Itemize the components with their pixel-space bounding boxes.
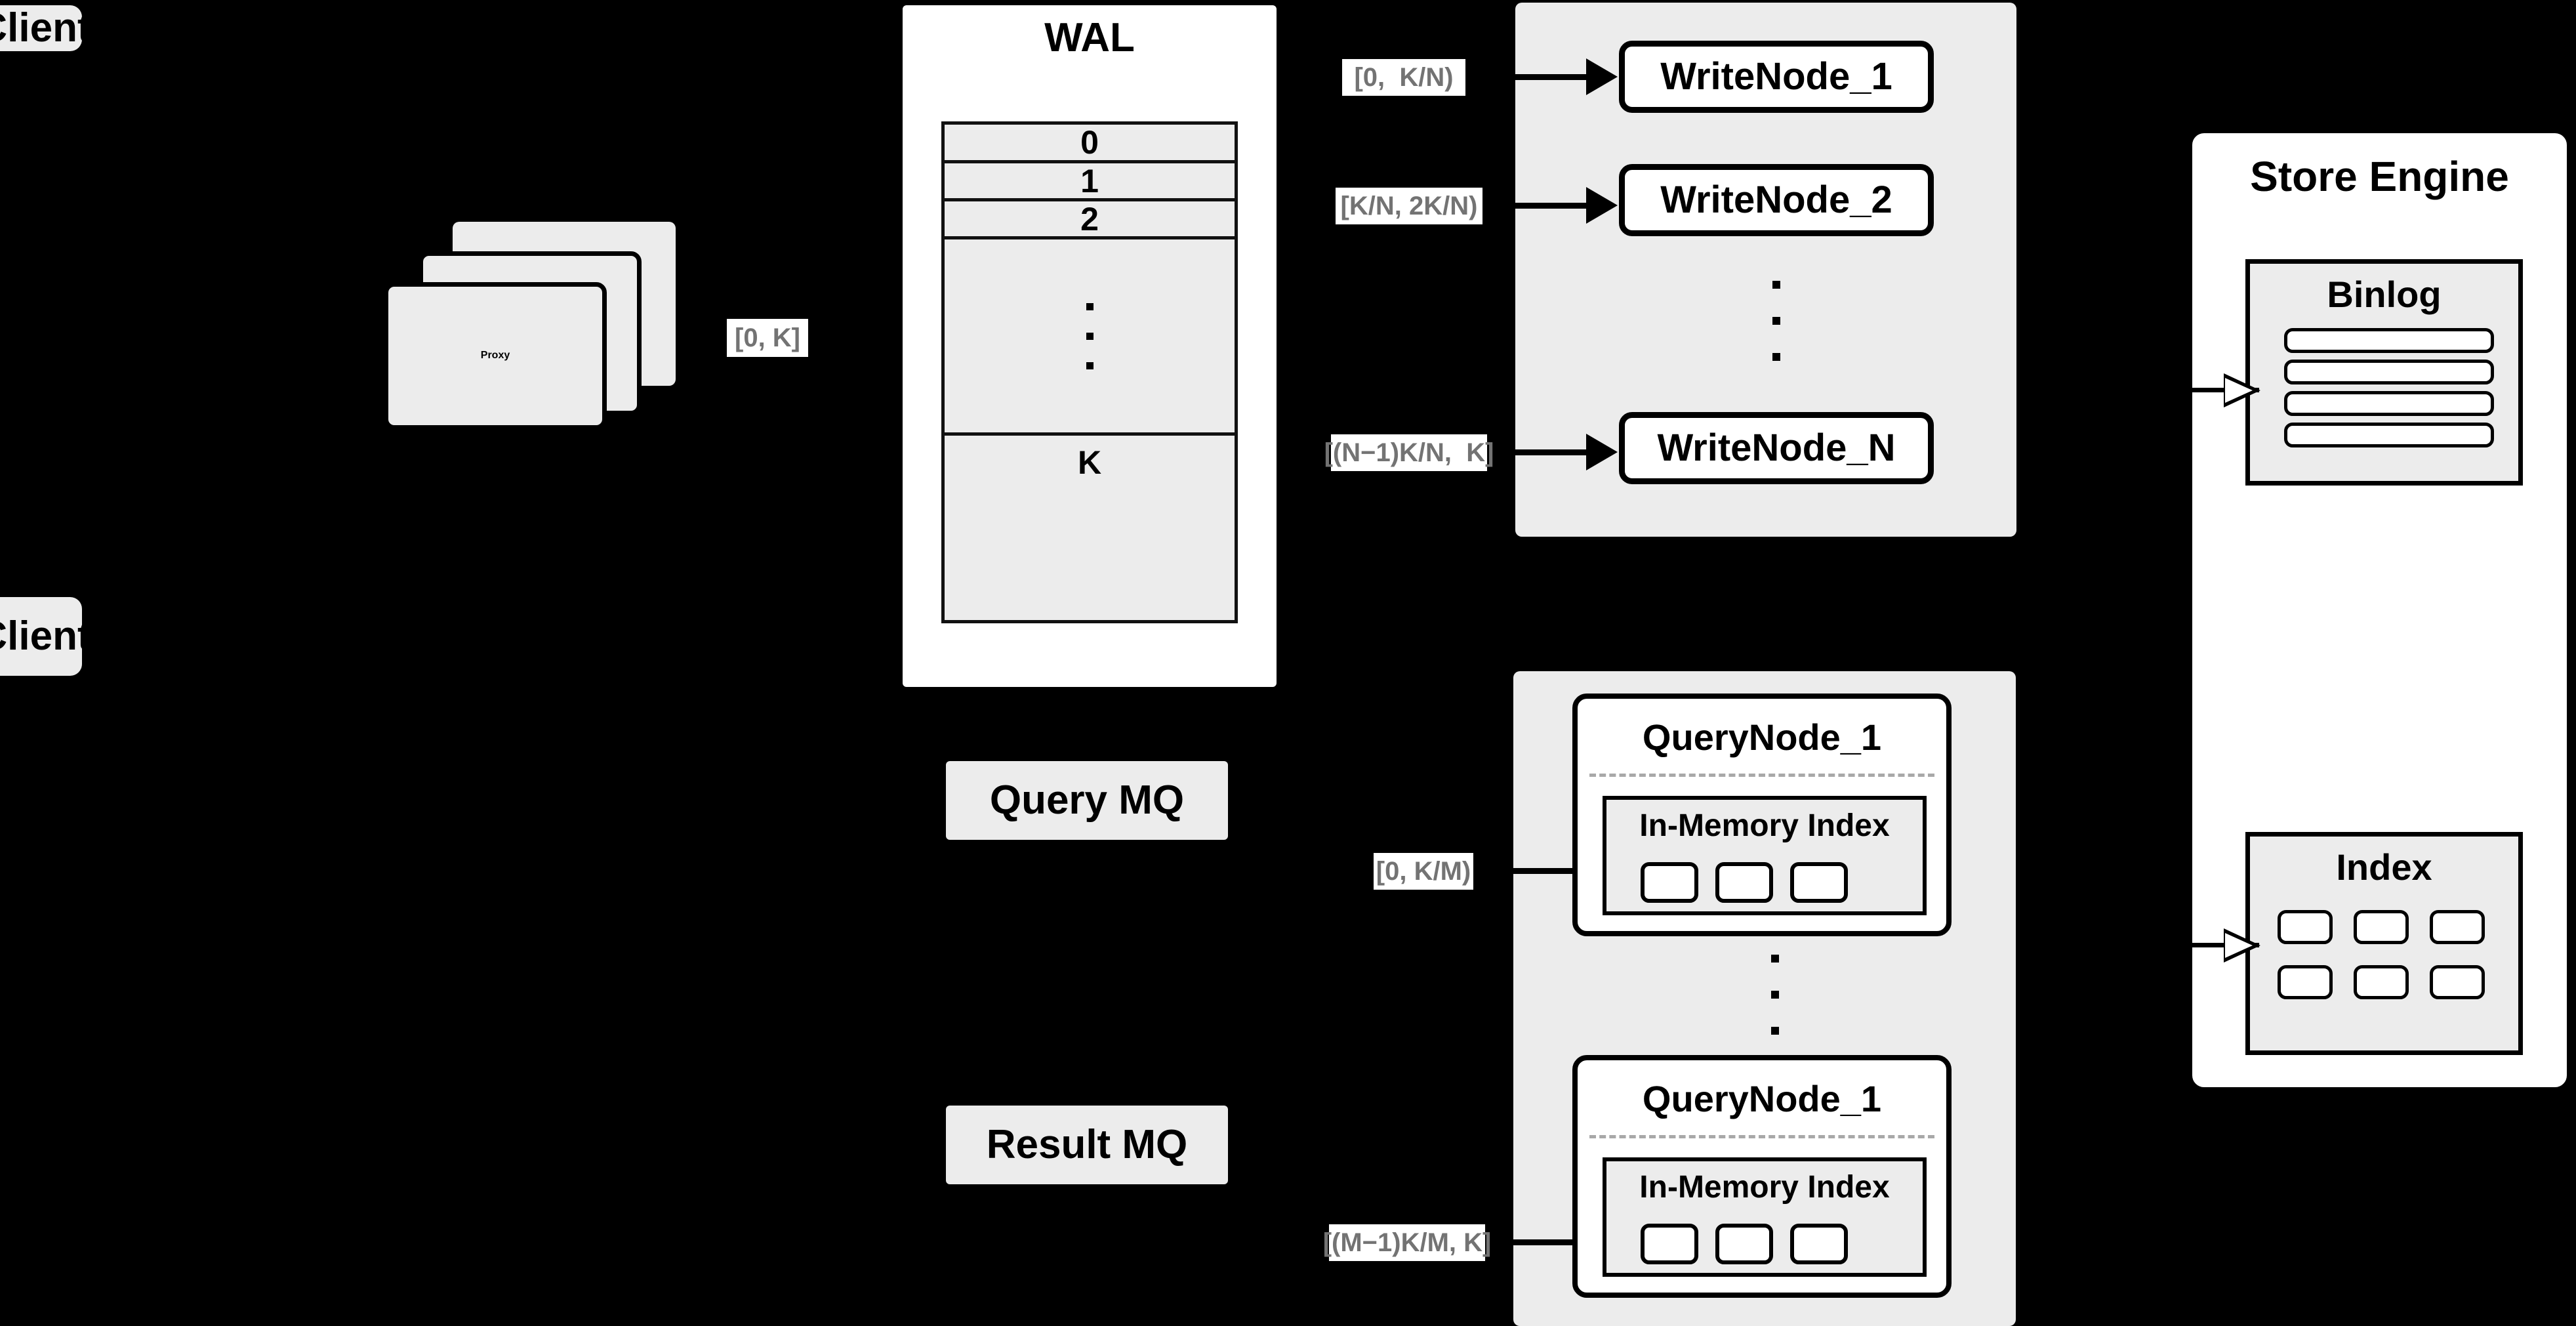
result-mq-label: Result MQ — [986, 1122, 1188, 1168]
query-node-m-separator — [1589, 1135, 1934, 1138]
write-node-2[interactable]: WriteNode_2 — [1619, 164, 1934, 236]
range-chip-write-n: [(N−1)K/N, K] — [1324, 434, 1494, 471]
arrow-head-write-n — [1586, 434, 1618, 470]
write-node-2-label: WriteNode_2 — [1660, 178, 1892, 221]
write-cluster-ellipsis-dot — [1772, 281, 1780, 289]
in-memory-index-m-title: In-Memory Index — [1639, 1170, 1890, 1205]
arrow-shaft-write-2 — [1494, 203, 1589, 209]
index-cell[interactable] — [1641, 1224, 1698, 1264]
arrow-shaft-query-m — [1494, 1239, 1589, 1245]
query-mq-box[interactable]: Query MQ — [946, 761, 1228, 840]
wal-title: WAL — [1044, 15, 1135, 60]
query-node-m-title: QueryNode_1 — [1642, 1078, 1882, 1119]
arrow-head-to-index — [2224, 928, 2260, 963]
write-node-n-label: WriteNode_N — [1657, 426, 1896, 469]
index-cell[interactable] — [2430, 965, 2485, 999]
binlog-panel: Binlog — [2245, 259, 2523, 486]
in-memory-index-1-title: In-Memory Index — [1639, 808, 1890, 843]
wal-row-ellipsis — [945, 239, 1235, 436]
index-cell[interactable] — [2354, 965, 2409, 999]
wal-row-1: 1 — [945, 163, 1235, 201]
in-memory-index-1: In-Memory Index — [1603, 796, 1927, 915]
ellipsis-dot — [1086, 362, 1094, 369]
wal-row-2: 2 — [945, 201, 1235, 239]
write-node-1-label: WriteNode_1 — [1660, 54, 1892, 98]
wal-row-k: K — [1077, 444, 1102, 481]
index-cell[interactable] — [2278, 965, 2333, 999]
arrow-shaft-to-index — [2187, 943, 2259, 947]
range-chip-proxy-to-wal: [0, K] — [727, 319, 808, 357]
client-label-1: Client — [0, 5, 91, 51]
binlog-row[interactable] — [2284, 360, 2494, 384]
range-chip-write-2: [K/N, 2K/N) — [1336, 188, 1482, 224]
binlog-row[interactable] — [2284, 423, 2494, 447]
client-box-1[interactable]: Client — [0, 5, 91, 51]
write-cluster-ellipsis-dot — [1772, 317, 1780, 325]
proxy-label: Proxy — [480, 350, 510, 362]
index-cell[interactable] — [2278, 910, 2333, 944]
range-chip-write-1: [0, K/N) — [1342, 59, 1465, 96]
query-node-m[interactable]: QueryNode_1 In-Memory Index — [1572, 1055, 1952, 1298]
wal-entry-table: 0 1 2 K — [941, 121, 1238, 623]
binlog-row[interactable] — [2284, 328, 2494, 353]
ellipsis-dot — [1086, 302, 1094, 310]
index-cell[interactable] — [1715, 862, 1773, 903]
arrow-head-write-2 — [1586, 187, 1618, 224]
binlog-row[interactable] — [2284, 391, 2494, 416]
in-memory-index-m: In-Memory Index — [1603, 1157, 1927, 1277]
write-cluster-ellipsis-dot — [1772, 353, 1780, 361]
query-node-1-title: QueryNode_1 — [1642, 716, 1882, 758]
client-box-2[interactable]: Client — [0, 597, 91, 676]
binlog-title: Binlog — [2327, 274, 2442, 315]
result-mq-box[interactable]: Result MQ — [946, 1106, 1228, 1184]
query-mq-label: Query MQ — [989, 777, 1185, 823]
write-node-n[interactable]: WriteNode_N — [1619, 412, 1934, 484]
index-cell[interactable] — [1641, 862, 1698, 903]
index-cell[interactable] — [2430, 910, 2485, 944]
arrow-shaft-query-1 — [1494, 868, 1589, 874]
index-panel: Index — [2245, 832, 2523, 1055]
arrow-shaft-write-1 — [1494, 74, 1589, 80]
range-chip-query-1: [0, K/M) — [1374, 853, 1473, 890]
query-cluster-ellipsis-dot — [1771, 991, 1779, 999]
arrow-head-to-binlog — [2224, 373, 2260, 407]
query-cluster-ellipsis-dot — [1771, 955, 1779, 963]
arrow-head-write-1 — [1586, 58, 1618, 95]
query-node-1-separator — [1589, 774, 1934, 777]
index-cell[interactable] — [1715, 1224, 1773, 1264]
index-cell[interactable] — [1790, 1224, 1848, 1264]
write-node-1[interactable]: WriteNode_1 — [1619, 41, 1934, 113]
index-cell[interactable] — [1790, 862, 1848, 903]
client-label-2: Client — [0, 613, 91, 659]
query-node-1[interactable]: QueryNode_1 In-Memory Index — [1572, 694, 1952, 936]
index-title: Index — [2336, 846, 2432, 888]
query-cluster-ellipsis-dot — [1771, 1027, 1779, 1035]
proxy-card-front[interactable]: Proxy — [384, 282, 607, 430]
wal-row-0: 0 — [945, 124, 1235, 163]
arrow-shaft-to-binlog — [2187, 388, 2259, 392]
ellipsis-dot — [1086, 332, 1094, 340]
index-cell[interactable] — [2354, 910, 2409, 944]
range-chip-query-m: [(M−1)K/M, K] — [1323, 1224, 1491, 1261]
store-engine-title: Store Engine — [2250, 153, 2509, 200]
arrow-shaft-write-n — [1494, 449, 1589, 455]
